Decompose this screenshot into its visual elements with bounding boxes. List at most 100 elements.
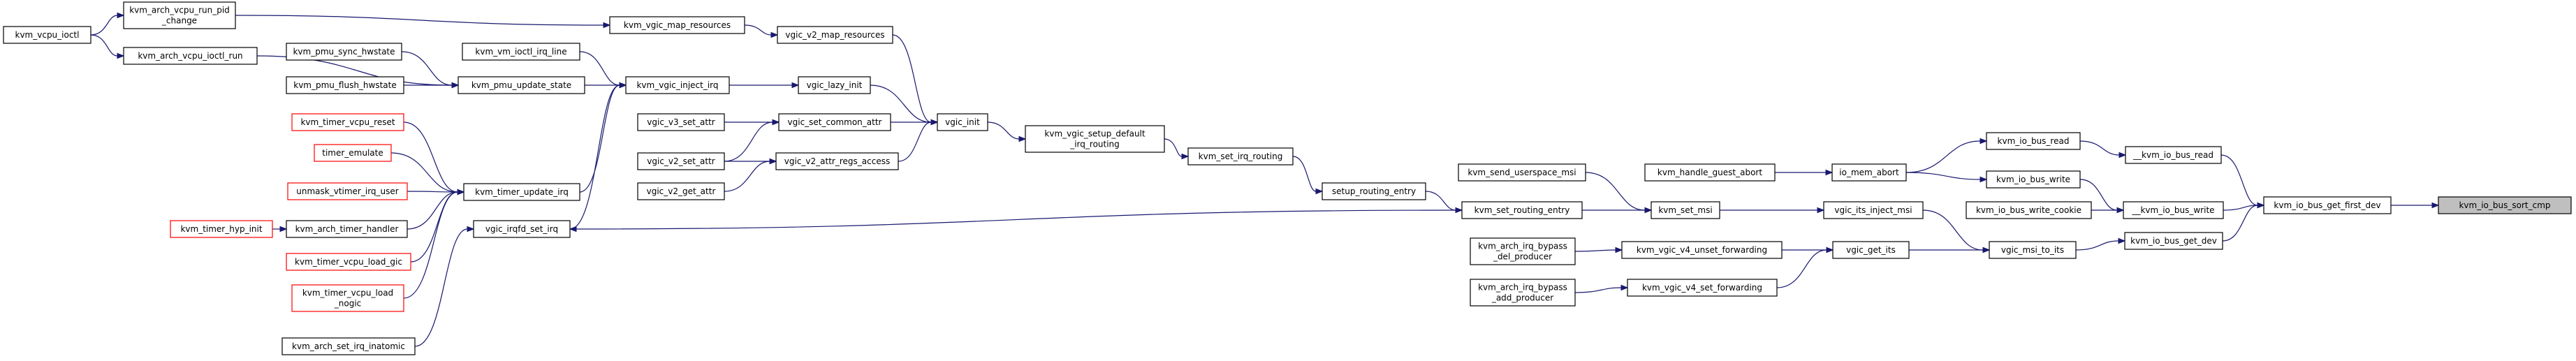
node-kvm-timer-vcpu-load-gic[interactable]: kvm_timer_vcpu_load_gic bbox=[286, 253, 411, 271]
node-vgic-v2-get-attr[interactable]: vgic_v2_get_attr bbox=[637, 182, 725, 200]
edge-line bbox=[1574, 249, 1616, 252]
node-kvm-send-userspace-msi[interactable]: kvm_send_userspace_msi bbox=[1458, 163, 1586, 182]
edge-line bbox=[407, 191, 458, 193]
node-vgic-init[interactable]: vgic_init bbox=[937, 113, 988, 131]
node-kvm-arch-timer-handler[interactable]: kvm_arch_timer_handler bbox=[286, 220, 408, 238]
edge-kvm-vcpu-ioctl-to-kvm-arch-vcpu-ioctl-run bbox=[90, 34, 125, 59]
edge-line bbox=[870, 84, 932, 123]
node-kvm-arch-irq-bypass-del-producer[interactable]: kvm_arch_irq_bypass_del_producer bbox=[1470, 237, 1576, 265]
edge-line bbox=[2220, 154, 2258, 206]
edge-arrowhead bbox=[772, 119, 780, 126]
node-kvm-io-bus-read[interactable]: kvm_io_bus_read bbox=[1986, 132, 2081, 150]
node-label: vgic_set_common_attr bbox=[788, 117, 882, 127]
edge-vgic-msi-to-its-to-kvm-io-bus-get-dev bbox=[2075, 237, 2126, 251]
node-kvm-arch-vcpu-ioctl-run[interactable]: kvm_arch_vcpu_ioctl_run bbox=[123, 47, 258, 65]
node-vgic-v2-map-resources[interactable]: vgic_v2_map_resources bbox=[777, 26, 893, 44]
node-kvm-arch-irq-bypass-add-producer[interactable]: kvm_arch_irq_bypass_add_producer bbox=[1470, 279, 1576, 307]
edge-arrowhead bbox=[1979, 138, 1988, 145]
node-kvm-set-msi[interactable]: kvm_set_msi bbox=[1651, 201, 1720, 219]
node-kvm-handle-guest-abort[interactable]: kvm_handle_guest_abort bbox=[1644, 163, 1776, 182]
edge-arrowhead bbox=[451, 82, 460, 89]
edge-arrowhead bbox=[1644, 207, 1653, 214]
node-label: vgic_msi_to_its bbox=[2001, 245, 2064, 255]
node-vgic-its-inject-msi[interactable]: vgic_its_inject_msi bbox=[1823, 201, 1924, 219]
edges-layer bbox=[90, 12, 2440, 347]
node-kvm-pmu-update-state[interactable]: kvm_pmu_update_state bbox=[458, 76, 585, 94]
node-kvm-io-bus-get-first-dev[interactable]: kvm_io_bus_get_first_dev bbox=[2263, 196, 2392, 214]
node-vgic-get-its[interactable]: vgic_get_its bbox=[1832, 241, 1910, 259]
node-setup-routing-entry[interactable]: setup_routing_entry bbox=[1322, 182, 1426, 200]
edge-line bbox=[401, 51, 453, 86]
edge-kvm-vm-ioctl-irq-line-to-kvm-vgic-inject-irq bbox=[579, 51, 627, 89]
node-kvm-vgic-v4-unset-forwarding[interactable]: kvm_vgic_v4_unset_forwarding bbox=[1621, 241, 1783, 259]
node-label: kvm_pmu_flush_hwstate bbox=[293, 80, 397, 90]
node-box bbox=[291, 113, 404, 131]
node-box bbox=[1823, 201, 1924, 219]
edge-kvm-timer-vcpu-load-nogic-to-kvm-timer-update-irq bbox=[403, 189, 465, 299]
node-kvm-vgic-v4-set-forwarding[interactable]: kvm_vgic_v4_set_forwarding bbox=[1627, 279, 1778, 297]
node-kvm-io-bus-sort-cmp: kvm_io_bus_sort_cmp bbox=[2438, 196, 2572, 214]
node-box bbox=[625, 76, 730, 94]
node-kvm-io-bus-write[interactable]: kvm_io_bus_write bbox=[1986, 170, 2081, 189]
node-vgic-lazy-init[interactable]: vgic_lazy_init bbox=[798, 76, 871, 94]
node-kvm-timer-hyp-init[interactable]: kvm_timer_hyp_init bbox=[170, 220, 273, 238]
node-kvm-vgic-map-resources[interactable]: kvm_vgic_map_resources bbox=[609, 16, 745, 34]
node-kvm-io-bus-write[interactable]: __kvm_io_bus_write bbox=[2123, 201, 2224, 219]
node-box bbox=[1651, 201, 1720, 219]
node-kvm-arch-set-irq-inatomic[interactable]: kvm_arch_set_irq_inatomic bbox=[281, 337, 416, 355]
node-io-mem-abort[interactable]: io_mem_abort bbox=[1831, 163, 1907, 182]
node-label: kvm_io_bus_write bbox=[1996, 175, 2070, 184]
node-kvm-io-bus-write-cookie[interactable]: kvm_io_bus_write_cookie bbox=[1966, 201, 2092, 219]
node-vgic-v3-set-attr[interactable]: vgic_v3_set_attr bbox=[637, 113, 725, 131]
node-box bbox=[286, 76, 404, 94]
node-kvm-arch-vcpu-run-pid-change[interactable]: kvm_arch_vcpu_run_pid_change bbox=[123, 1, 236, 29]
node-vgic-v2-attr-regs-access[interactable]: vgic_v2_attr_regs_access bbox=[775, 152, 899, 170]
node-vgic-irqfd-set-irq[interactable]: vgic_irqfd_set_irq bbox=[473, 220, 571, 238]
edge-kvm-handle-guest-abort-to-io-mem-abort bbox=[1775, 169, 1834, 176]
node-label: io_mem_abort bbox=[1839, 168, 1899, 177]
node-box bbox=[287, 182, 408, 200]
edge-kvm-timer-update-irq-to-kvm-vgic-inject-irq bbox=[579, 82, 627, 193]
node-label: kvm_io_bus_read bbox=[1998, 136, 2070, 146]
node-vgic-msi-to-its[interactable]: vgic_msi_to_its bbox=[1989, 241, 2077, 259]
edge-kvm-vgic-inject-irq-to-vgic-lazy-init bbox=[729, 82, 800, 89]
node-label: kvm_arch_timer_handler bbox=[295, 224, 399, 234]
node-label: kvm_vgic_v4_set_forwarding bbox=[1642, 283, 1762, 293]
node-kvm-pmu-flush-hwstate[interactable]: kvm_pmu_flush_hwstate bbox=[286, 76, 404, 94]
node-kvm-vcpu-ioctl[interactable]: kvm_vcpu_ioctl bbox=[3, 26, 92, 44]
edge-kvm-arch-irq-bypass-del-producer-to-kvm-vgic-v4-unset-forwarding bbox=[1574, 246, 1623, 253]
node-kvm-timer-vcpu-load-nogic[interactable]: kvm_timer_vcpu_load_nogic bbox=[291, 284, 404, 312]
edge-line bbox=[1905, 172, 1981, 180]
node-kvm-vgic-inject-irq[interactable]: kvm_vgic_inject_irq bbox=[625, 76, 730, 94]
edge-line bbox=[724, 161, 770, 192]
node-box bbox=[1470, 237, 1576, 265]
node-label: kvm_io_bus_write_cookie bbox=[1976, 205, 2081, 215]
edge-arrowhead bbox=[1979, 176, 1988, 183]
node-kvm-vgic-setup-default-irq-routing[interactable]: kvm_vgic_setup_default_irq_routing bbox=[1025, 125, 1165, 153]
node-label: kvm_set_msi bbox=[1658, 205, 1712, 215]
node-box bbox=[1966, 201, 2092, 219]
node-label: kvm_set_routing_entry bbox=[1474, 205, 1570, 215]
node-kvm-io-bus-get-dev[interactable]: kvm_io_bus_get_dev bbox=[2124, 232, 2223, 250]
node-vgic-set-common-attr[interactable]: vgic_set_common_attr bbox=[778, 113, 891, 131]
edge-arrowhead bbox=[1620, 284, 1629, 291]
node-kvm-timer-update-irq[interactable]: kvm_timer_update_irq bbox=[463, 183, 580, 201]
node-box bbox=[937, 113, 988, 131]
edge-arrowhead bbox=[1315, 188, 1324, 195]
edge-vgic-v2-attr-regs-access-to-vgic-init bbox=[898, 119, 939, 162]
node-box bbox=[637, 113, 725, 131]
edge-line bbox=[235, 15, 604, 26]
node-label: kvm_arch_irq_bypass bbox=[1478, 283, 1567, 293]
node-kvm-set-irq-routing[interactable]: kvm_set_irq_routing bbox=[1187, 147, 1294, 165]
node-kvm-vm-ioctl-irq-line[interactable]: kvm_vm_ioctl_irq_line bbox=[462, 43, 580, 61]
node-vgic-v2-set-attr[interactable]: vgic_v2_set_attr bbox=[637, 152, 725, 170]
edge-arrowhead bbox=[1455, 207, 1463, 214]
node-label: __kvm_io_bus_write bbox=[2131, 205, 2214, 215]
node-label: kvm_arch_vcpu_ioctl_run bbox=[138, 51, 242, 61]
node-kvm-timer-vcpu-reset[interactable]: kvm_timer_vcpu_reset bbox=[291, 113, 404, 131]
node-kvm-set-routing-entry[interactable]: kvm_set_routing_entry bbox=[1461, 201, 1583, 219]
node-kvm-pmu-sync-hwstate[interactable]: kvm_pmu_sync_hwstate bbox=[286, 43, 402, 61]
node-timer-emulate[interactable]: timer_emulate bbox=[314, 144, 392, 162]
node-kvm-io-bus-read[interactable]: __kvm_io_bus_read bbox=[2125, 146, 2222, 164]
node-unmask-vtimer-irq-user[interactable]: unmask_vtimer_irq_user bbox=[287, 182, 408, 200]
